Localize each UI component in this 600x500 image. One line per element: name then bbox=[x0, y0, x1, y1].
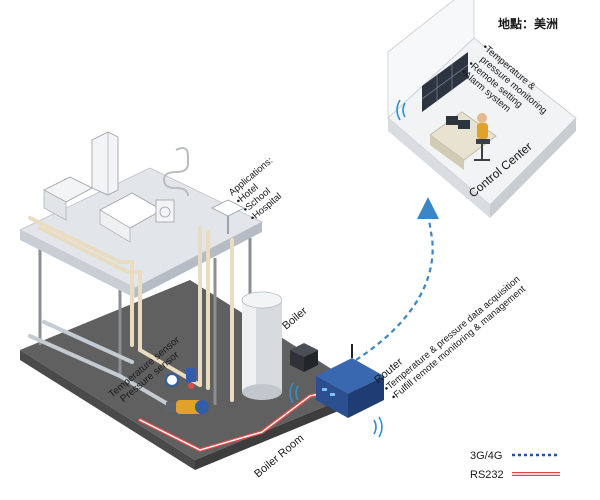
legend-label-rs232: RS232 bbox=[470, 469, 504, 481]
location-label: 地點：美洲 bbox=[498, 16, 558, 31]
router-labels: Router •Temperature & pressure data acqu… bbox=[372, 274, 528, 403]
pressure-sensor bbox=[165, 373, 179, 387]
router-device bbox=[316, 344, 384, 418]
legend-label-3g4g: 3G/4G bbox=[470, 450, 502, 462]
water-heater-cabinet bbox=[91, 131, 119, 196]
cold-water-pipes bbox=[28, 320, 180, 412]
boiler-label: Boiler bbox=[280, 305, 310, 332]
wifi-icon bbox=[396, 99, 406, 121]
video-wall bbox=[421, 52, 469, 112]
router-feature: •Temperature & pressure data acquisition bbox=[382, 274, 522, 394]
sink bbox=[211, 199, 245, 234]
operator-desk bbox=[429, 111, 497, 170]
towel-rack bbox=[162, 147, 189, 197]
washing-machine bbox=[155, 199, 175, 223]
boiler-tank bbox=[241, 291, 283, 400]
control-panel-box bbox=[290, 343, 318, 372]
router-feature: •Fulfill remote monitoring & management bbox=[389, 284, 528, 403]
kitchen-counter bbox=[43, 176, 93, 221]
temperature-sensor bbox=[186, 368, 196, 389]
control-center-room: Control Center •Temperature & pressure m… bbox=[387, 0, 577, 218]
hot-water-pipes bbox=[28, 216, 234, 402]
circulation-pump bbox=[166, 400, 209, 414]
router-wifi-icon bbox=[289, 382, 383, 438]
operator-figure bbox=[474, 113, 490, 161]
legend: 3G/4G RS232 bbox=[470, 450, 560, 481]
cellular-link-arrow bbox=[355, 197, 440, 361]
